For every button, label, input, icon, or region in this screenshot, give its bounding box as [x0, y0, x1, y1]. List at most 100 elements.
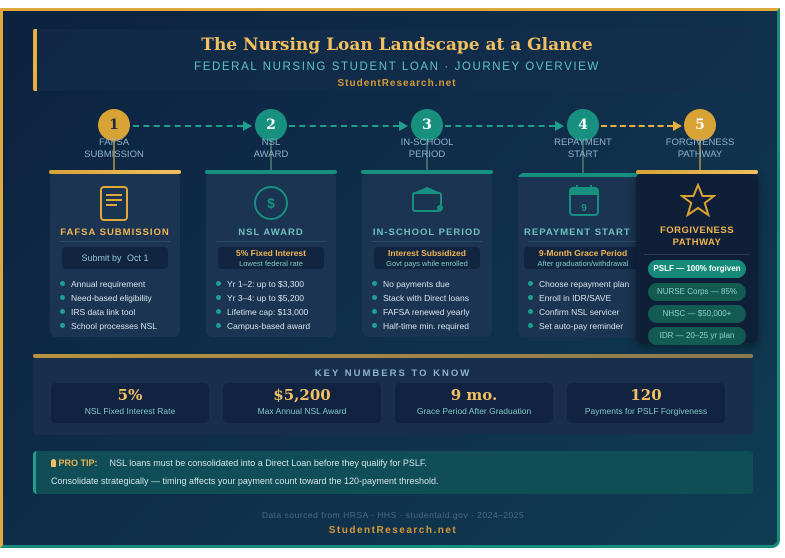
step-1-circle[interactable]: 1 [98, 109, 130, 141]
step-stem [582, 141, 584, 173]
list-item: IRS data link tool [60, 305, 157, 319]
option-pslf[interactable]: PSLF — 100% forgiven [648, 260, 746, 278]
list-item: Yr 3–4: up to $5,200 [216, 291, 310, 305]
key-numbers-section: KEY NUMBERS TO KNOW 5% NSL Fixed Interest… [33, 354, 753, 435]
key-label: Max Annual NSL Award [257, 406, 347, 416]
highlight-subtext: Govt pays while enrolled [386, 259, 468, 268]
key-label: Grace Period After Graduation [416, 406, 532, 416]
option-nhsc[interactable]: NHSC — $50,000+ [648, 305, 746, 323]
lightbulb-icon [51, 459, 56, 467]
divider [372, 241, 482, 242]
source-note: Data sourced from HRSA · HHS · studentai… [261, 510, 525, 520]
tip-label: PRO TIP: [58, 458, 98, 468]
option-idr[interactable]: IDR — 20–25 yr plan [648, 327, 746, 345]
step-2-circle[interactable]: 2 [255, 109, 287, 141]
card-title: REPAYMENT START [524, 227, 631, 238]
pro-tip-box: PRO TIP:NSL loans must be consolidated i… [33, 451, 753, 494]
list-item: Set auto-pay reminder [528, 319, 629, 333]
footer-site[interactable]: StudentResearch.net [328, 525, 458, 536]
connector [289, 125, 399, 127]
star-icon [680, 183, 716, 217]
highlight-text: Submit by [81, 253, 122, 263]
section-accent-bar [33, 354, 753, 358]
list-item: Need-based eligibility [60, 291, 157, 305]
list-item: Half-time min. required [372, 319, 469, 333]
highlight-text: 5% Fixed Interest [236, 248, 306, 258]
list-item: School processes NSL [60, 319, 157, 333]
highlight-subtext: After graduation/withdrawal [537, 259, 629, 268]
bullet-list: Yr 1–2: up to $3,300 Yr 3–4: up to $5,20… [216, 277, 310, 333]
card-title: FAFSA SUBMISSION [60, 227, 170, 238]
document-icon [100, 186, 128, 221]
card-accent-bar [361, 170, 493, 174]
card-title: NSL AWARD [238, 227, 304, 238]
svg-text:9: 9 [581, 203, 587, 214]
list-item: Choose repayment plan [528, 277, 629, 291]
connector [445, 125, 555, 127]
list-item: No payments due [372, 277, 469, 291]
list-item: Campus-based award [216, 319, 310, 333]
card-accent-bar [518, 173, 648, 177]
svg-text:$: $ [267, 195, 275, 211]
key-value: 5% [117, 386, 143, 404]
step-stem [426, 141, 428, 173]
step-5-circle[interactable]: 5 [684, 109, 716, 141]
highlight-box: Submit by Oct 1 [62, 247, 168, 269]
list-item: Yr 1–2: up to $3,300 [216, 277, 310, 291]
list-item: FAFSA renewed yearly [372, 305, 469, 319]
tip-line-2: Consolidate strategically — timing affec… [51, 476, 439, 486]
step-stem [270, 141, 272, 173]
card-accent-bar [636, 170, 758, 174]
step-3-circle[interactable]: 3 [411, 109, 443, 141]
card-fafsa-submission: FAFSA SUBMISSION Submit by Oct 1 Annual … [49, 170, 181, 337]
dollar-icon: $ [254, 186, 288, 220]
key-value: 9 mo. [450, 386, 498, 404]
divider [644, 254, 750, 255]
list-item: Confirm NSL servicer [528, 305, 629, 319]
graduation-icon [412, 187, 443, 212]
key-value: $5,200 [273, 386, 331, 404]
bullet-list: Annual requirement Need-based eligibilit… [60, 277, 157, 333]
divider [60, 241, 170, 242]
arrow-icon [243, 121, 252, 131]
list-item: Annual requirement [60, 277, 157, 291]
card-accent-bar [205, 170, 337, 174]
header: The Nursing Loan Landscape at a Glance F… [33, 29, 753, 91]
highlight-text: Oct 1 [127, 253, 149, 263]
option-nurse-corps[interactable]: NURSE Corps — 85% [648, 283, 746, 301]
section-title: KEY NUMBERS TO KNOW [314, 368, 472, 379]
highlight-text: 9-Month Grace Period [538, 248, 628, 258]
step-stem [113, 141, 115, 181]
calendar-icon: 9 [569, 185, 599, 216]
arrow-icon [555, 121, 564, 131]
key-label: Payments for PSLF Forgiveness [584, 406, 708, 416]
list-item: Lifetime cap: $13,000 [216, 305, 310, 319]
subtitle: FEDERAL NURSING STUDENT LOAN · JOURNEY O… [194, 61, 600, 73]
infographic-panel: The Nursing Loan Landscape at a Glance F… [0, 8, 780, 548]
highlight-subtext: Lowest federal rate [239, 259, 303, 268]
card-accent-bar [49, 170, 181, 174]
highlight-text: Interest Subsidized [388, 248, 466, 258]
arrow-icon [673, 121, 682, 131]
step-4-circle[interactable]: 4 [567, 109, 599, 141]
list-item: Enroll in IDR/SAVE [528, 291, 629, 305]
key-label: NSL Fixed Interest Rate [84, 406, 176, 416]
divider [216, 241, 326, 242]
arrow-icon [399, 121, 408, 131]
key-number-card: 9 mo. Grace Period After Graduation [395, 383, 553, 423]
step-stem [699, 141, 701, 173]
key-value: 120 [630, 386, 662, 404]
list-item: Stack with Direct loans [372, 291, 469, 305]
